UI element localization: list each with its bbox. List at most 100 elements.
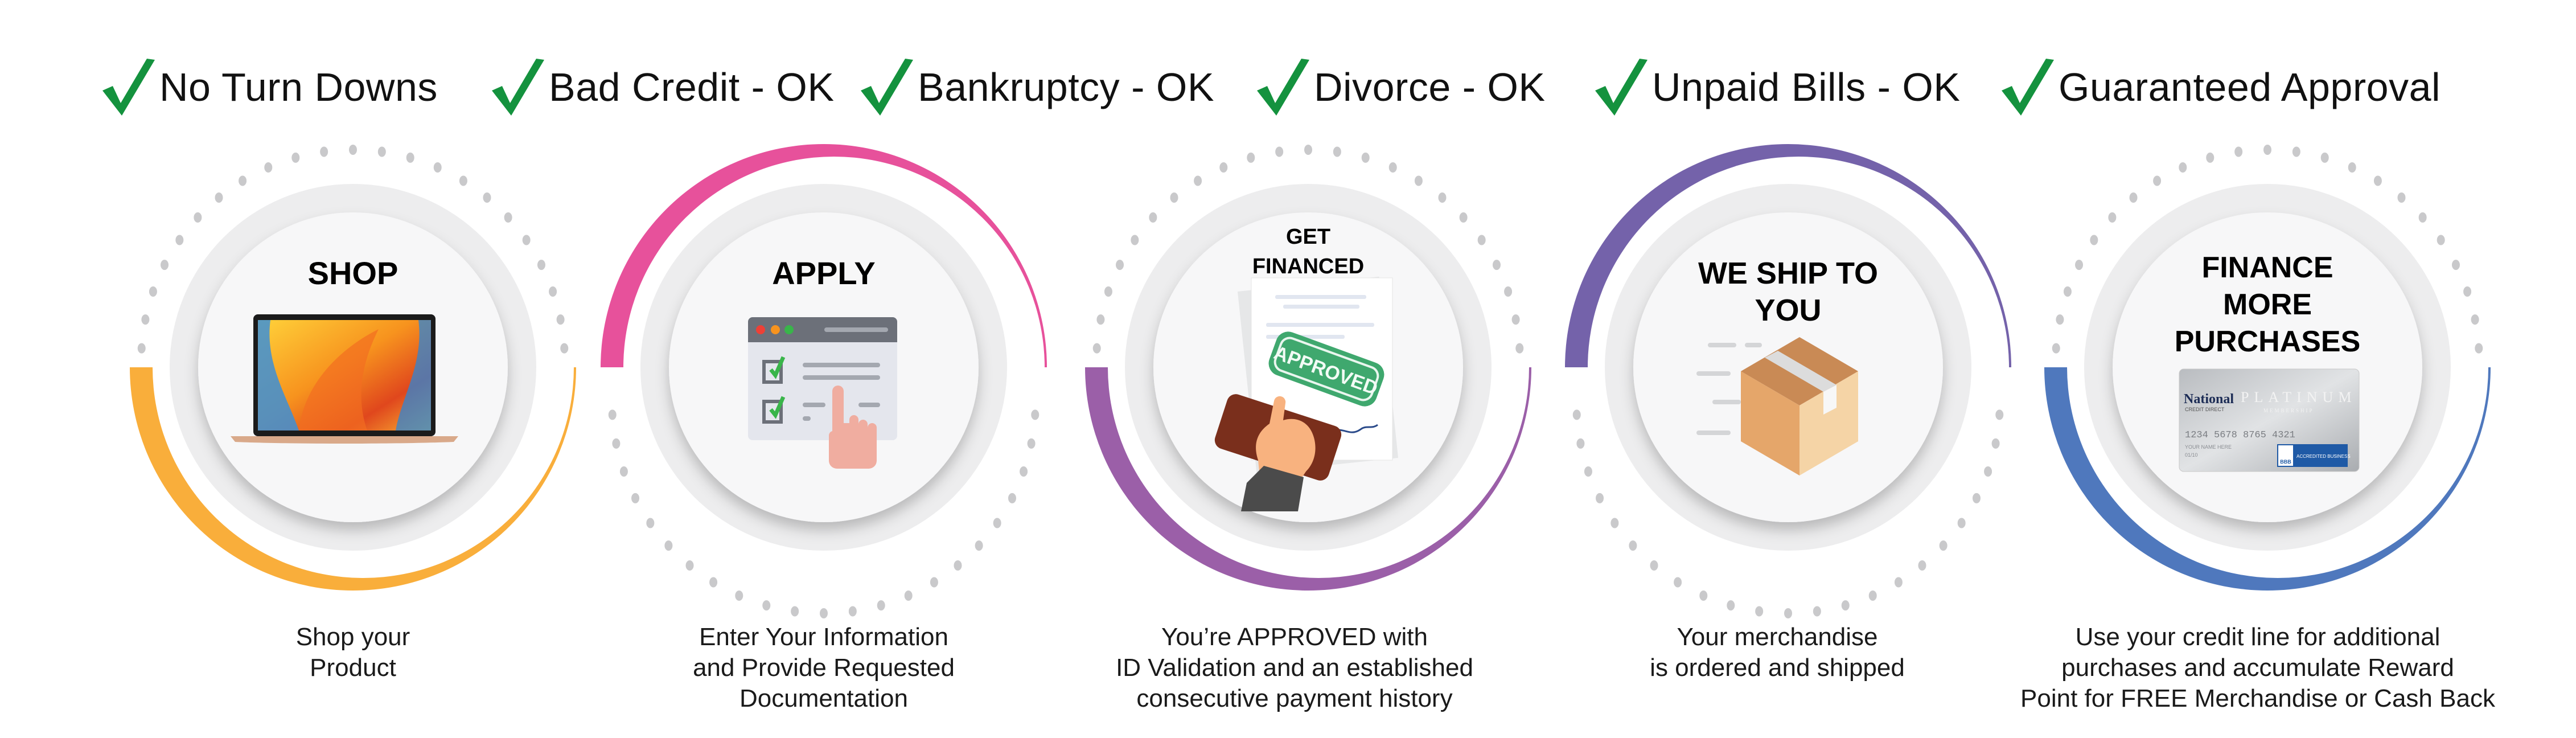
card-number: 1234 5678 8765 4321 xyxy=(2185,430,2295,441)
header-item-guaranteed-approval: Guaranteed Approval xyxy=(2000,56,2441,118)
ring-dot xyxy=(1104,286,1112,297)
ring-dot xyxy=(1504,286,1513,297)
ring-dot xyxy=(2397,192,2406,203)
ring-dot xyxy=(1596,493,1604,503)
ring-dot xyxy=(377,146,386,157)
ring-dot xyxy=(549,286,557,297)
ring-dot xyxy=(1027,438,1036,449)
header-label: Bankruptcy - OK xyxy=(918,65,1215,109)
description-line: Shop your xyxy=(295,623,410,651)
ring-dot xyxy=(762,600,771,611)
ring-dot xyxy=(1957,518,1966,528)
description-line: Point for FREE Merchandise or Cash Back xyxy=(2020,684,2495,712)
checkmark-icon xyxy=(861,59,913,116)
ring-dot xyxy=(993,518,1001,528)
header-label: Bad Credit - OK xyxy=(549,65,835,109)
ring-dot xyxy=(522,235,531,245)
ring-dot xyxy=(1008,493,1016,503)
ring-dot xyxy=(930,577,938,588)
ring-dot xyxy=(685,560,694,571)
ring-dot xyxy=(1972,493,1981,503)
ring-dot xyxy=(709,577,718,588)
title-line: FINANCE xyxy=(2201,251,2333,284)
description-line: is ordered and shipped xyxy=(1650,654,1905,682)
ring-dot xyxy=(1131,235,1139,245)
bbb-logo: BBB xyxy=(2280,459,2291,465)
shipping-box-icon xyxy=(1696,337,1858,475)
ring-dot xyxy=(1492,260,1501,270)
ring-dot xyxy=(504,212,512,223)
header-label: Divorce - OK xyxy=(1314,65,1546,109)
ring-dot xyxy=(1727,600,1735,611)
ring-dot xyxy=(2451,260,2460,270)
ring-dot xyxy=(2471,314,2479,325)
card-name: YOUR NAME HERE xyxy=(2185,444,2232,450)
description-line: Documentation xyxy=(739,684,908,712)
ring-dot xyxy=(2090,235,2098,245)
ring-dot xyxy=(2063,286,2072,297)
card-tier: PLATINUM xyxy=(2241,389,2356,405)
ring-dot xyxy=(2475,343,2483,354)
ring-dot xyxy=(1918,560,1926,571)
title-line: APPLY xyxy=(772,255,876,291)
ring-dot xyxy=(1894,577,1903,588)
ring-dot xyxy=(349,145,357,155)
header-item-bad-credit: Bad Credit - OK xyxy=(491,56,835,118)
ring-dot xyxy=(560,343,569,354)
ring-dot xyxy=(1576,438,1585,449)
checkmark-icon xyxy=(1595,59,1648,116)
ring-dot xyxy=(194,212,202,223)
header-label: Unpaid Bills - OK xyxy=(1652,65,1961,109)
ring-dot xyxy=(791,606,799,617)
ring-dot xyxy=(877,600,885,611)
ring-dot xyxy=(1699,590,1708,601)
ring-dot xyxy=(264,162,273,173)
ring-dot xyxy=(848,606,857,617)
ring-dot xyxy=(1092,343,1101,354)
ring-dot xyxy=(291,152,300,163)
step-description-shop: Shop your Product xyxy=(97,622,609,683)
ring-dot xyxy=(1304,145,1312,155)
description-line: and Provide Requested xyxy=(693,654,955,682)
ring-dot xyxy=(904,590,913,601)
ring-dot xyxy=(2418,212,2427,223)
ring-dot xyxy=(1020,466,1028,477)
step-description-we-ship: Your merchandise is ordered and shipped xyxy=(1521,622,2033,683)
ring-dot xyxy=(1841,600,1850,611)
ring-dot xyxy=(2437,235,2445,245)
ring-dot xyxy=(2108,212,2117,223)
ring-dot xyxy=(664,540,673,551)
ring-dot xyxy=(631,493,640,503)
card-sub-brand: CREDIT DIRECT xyxy=(2185,407,2225,412)
ring-dot xyxy=(1515,343,1524,354)
title-line: YOU xyxy=(1755,293,1822,327)
description-line: Product xyxy=(310,654,396,682)
ring-dot xyxy=(1459,212,1468,223)
ring-dot xyxy=(1584,466,1592,477)
description-line: Your merchandise xyxy=(1677,623,1878,651)
description-line: Use your credit line for additional xyxy=(2075,623,2441,651)
checkmark-icon xyxy=(102,59,155,116)
ring-dot xyxy=(1275,146,1284,157)
ring-dot xyxy=(406,152,414,163)
ring-dot xyxy=(161,260,169,270)
header-label: No Turn Downs xyxy=(159,65,438,109)
description-line: You’re APPROVED with xyxy=(1161,623,1428,651)
ring-dot xyxy=(735,590,743,601)
step-title-get-financed: GET FINANCED xyxy=(1149,222,1468,281)
ring-dot xyxy=(141,314,150,325)
card-brand: National xyxy=(2184,392,2234,407)
step-description-apply: Enter Your Information and Provide Reque… xyxy=(568,622,1080,714)
ring-dot xyxy=(1868,590,1877,601)
ring-dot xyxy=(1414,175,1423,186)
ring-dot xyxy=(556,314,565,325)
ring-dot xyxy=(975,540,983,551)
title-line: GET xyxy=(1285,225,1331,249)
ring-dot xyxy=(433,162,442,173)
ring-dot xyxy=(137,343,146,354)
ring-dot xyxy=(2129,192,2138,203)
ring-dot xyxy=(483,192,491,203)
ring-dot xyxy=(1170,192,1178,203)
ring-dot xyxy=(2320,152,2329,163)
ring-dot xyxy=(1149,212,1157,223)
